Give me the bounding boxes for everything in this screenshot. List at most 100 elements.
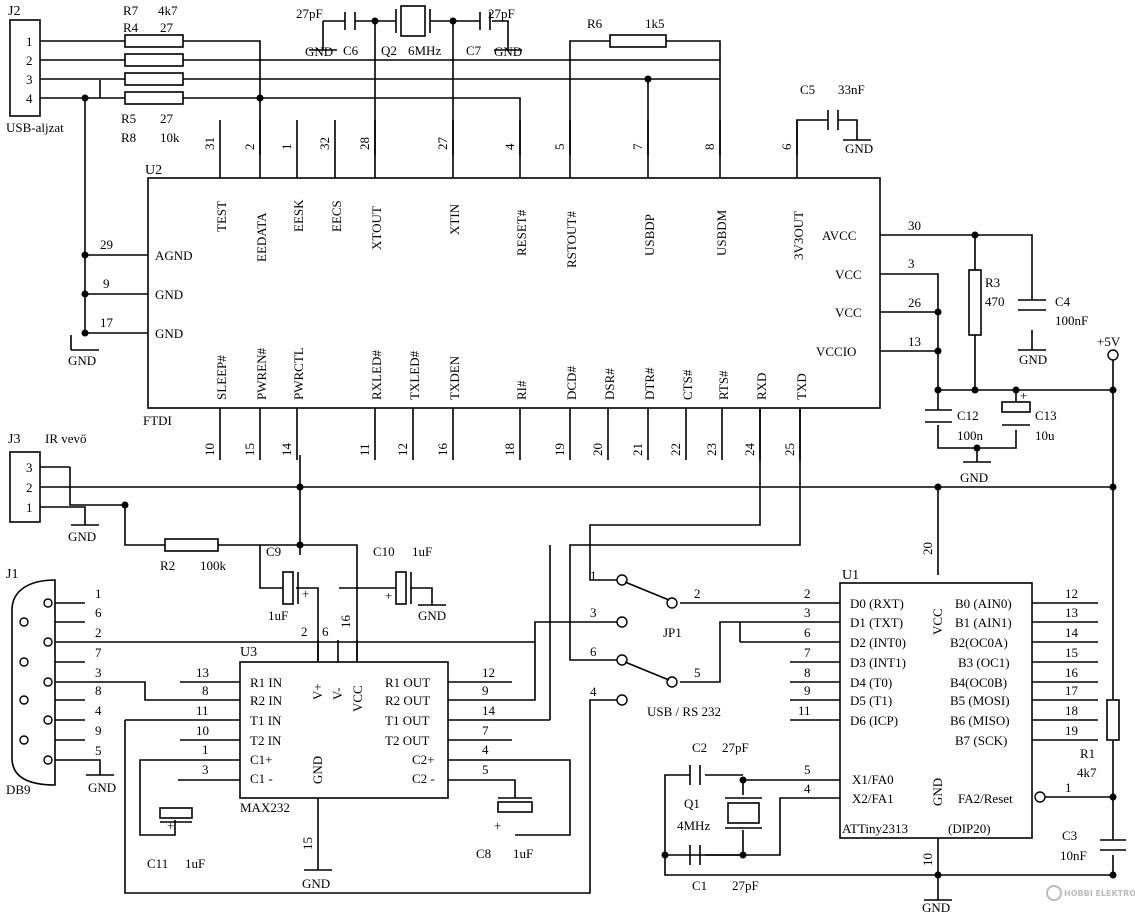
u2-pin-gnd1-num: 9 (103, 276, 110, 291)
gnd-label-u3: GND (302, 876, 330, 891)
u2-pin-eesk-num: 1 (279, 144, 294, 151)
u2-pin-xtin-name: XTIN (447, 203, 462, 235)
c9-plus: + (302, 586, 309, 601)
db9-pin-5: 5 (95, 743, 102, 758)
jumper-jp1-contacts (616, 574, 678, 706)
u2-pin-rstout-name: RSTOUT# (564, 211, 579, 268)
j3-caption: IR vevő (45, 431, 87, 446)
u1-caption: ATTiny2313 (842, 821, 908, 836)
gnd-label-c10: GND (418, 608, 446, 623)
db9-pin-numbers: 1 6 2 7 3 8 4 9 5 (95, 586, 102, 758)
u2-pin-txden-num: 16 (435, 443, 450, 457)
gnd-label-c4: GND (1019, 352, 1047, 367)
c11-plus: + (167, 818, 174, 833)
u1-pin-b3-num: 15 (1065, 645, 1078, 660)
u1-ref: U1 (842, 568, 859, 583)
resistor-r3 (968, 269, 982, 336)
u2-pin-dcd-num: 19 (552, 443, 567, 456)
u2-pin-txled-name: TXLED# (407, 350, 422, 400)
resistor-r6 (609, 34, 667, 48)
hobbi-logo: HOBBI ELEKTRONIKA (1046, 885, 1135, 901)
r2-ref: R2 (160, 558, 175, 573)
crystal-q1 (725, 797, 762, 829)
c9-value: 1uF (268, 608, 288, 623)
j2-pin-2: 2 (26, 53, 33, 68)
u1-pin-reset-num: 1 (1065, 780, 1072, 795)
c2-value: 27pF (722, 740, 749, 755)
u2-pin-sleep-num: 10 (202, 443, 217, 456)
u3-pin-vminus-name: V- (330, 687, 345, 700)
ftdi-right-pins: AVCC 30 VCC 3 VCC 26 VCCIO 13 (816, 218, 922, 359)
u3-pin-t1in-name: T1 IN (250, 713, 282, 728)
capacitor-c4 (1018, 299, 1046, 311)
u2-pin-avcc-name: AVCC (822, 228, 856, 243)
u1-pin-d6-num: 11 (798, 703, 811, 718)
jp1-pin-6: 6 (590, 644, 597, 659)
gnd-label-c5: GND (845, 141, 873, 156)
c13-plus: + (1020, 388, 1027, 403)
u2-pin-ri-num: 18 (502, 443, 517, 456)
u2-pin-txd-num: 25 (782, 443, 797, 456)
u2-pin-rxled-name: RXLED# (369, 350, 384, 400)
capacitor-c3 (1100, 839, 1126, 851)
r6-value: 1k5 (645, 16, 665, 31)
c6-value: 27pF (296, 6, 323, 21)
capacitor-c5 (827, 110, 839, 130)
resistor-r7 (124, 34, 184, 48)
j2-pin-1: 1 (26, 34, 33, 49)
u1-pin-x2-num: 4 (804, 781, 811, 796)
u2-pin-rts-name: RTS# (716, 370, 731, 400)
max232-chip-body (239, 661, 449, 799)
u3-pin-r1in-name: R1 IN (250, 675, 283, 690)
u3-pin-c1m-num: 3 (202, 762, 209, 777)
j3-pin-3: 3 (26, 460, 33, 475)
q2-ref: Q2 (381, 43, 397, 58)
u1-pin-x1-num: 5 (804, 762, 811, 777)
c8-value: 1uF (513, 846, 533, 861)
u2-pin-ri-name: RI# (514, 380, 529, 400)
u2-pin-eedata-name: EEDATA (254, 212, 269, 262)
j3-pin-2: 2 (26, 480, 33, 495)
c5-ref: C5 (800, 82, 815, 97)
gnd-label-u1: GND (922, 900, 950, 915)
u2-pin-xtin-num: 27 (435, 137, 450, 151)
u2-pin-rstout-num: 5 (552, 144, 567, 151)
jp1-caption: USB / RS 232 (647, 704, 721, 719)
capacitor-c8 (497, 797, 533, 813)
u2-pin-vccio-name: VCCIO (816, 344, 856, 359)
c12-value: 100n (957, 428, 984, 443)
u3-pin-t2out-num: 7 (482, 723, 489, 738)
r1-value: 4k7 (1077, 765, 1097, 780)
jumper-jp1-labels: 1 2 3 6 5 4 JP1 USB / RS 232 (590, 568, 721, 719)
gnd-label-db9: GND (88, 780, 116, 795)
junction-dots (81, 17, 1117, 879)
q1-value: 4MHz (677, 818, 710, 833)
r2-value: 100k (200, 558, 227, 573)
u1-pin-b0-num: 12 (1065, 586, 1078, 601)
u2-pin-dsr-name: DSR# (602, 368, 617, 400)
u3-pin-gnd-num: 15 (300, 837, 315, 850)
u2-pin-vcc2-name: VCC (835, 305, 862, 320)
u3-pin-vcc-name: VCC (350, 685, 365, 712)
u3-pin-vminus-num: 6 (322, 624, 329, 639)
u3-pin-c1p-num: 1 (202, 742, 209, 757)
r8-value: 10k (160, 130, 180, 145)
jp1-pin-2: 2 (694, 586, 701, 601)
u2-pin-vcc2-num: 26 (908, 295, 922, 310)
r6-ref: R6 (587, 16, 603, 31)
r8-ref: R8 (121, 130, 136, 145)
u2-ref: U2 (145, 163, 162, 178)
c1-value: 27pF (732, 878, 759, 893)
c5-value: 33nF (838, 82, 865, 97)
u3-pin-c2m-name: C2 - (412, 771, 435, 786)
db9-pin-8: 8 (95, 683, 102, 698)
c6-ref: C6 (343, 43, 359, 58)
usb-connector-body (9, 19, 41, 117)
u2-pin-eecs-name: EECS (329, 200, 344, 232)
c4-value: 100nF (1055, 313, 1088, 328)
u2-pin-xtout-name: XTOUT (369, 206, 384, 250)
u1-pin-vcc-name: VCC (930, 608, 945, 635)
u3-pin-c1m-name: C1 - (250, 771, 273, 786)
j1-caption: DB9 (6, 782, 31, 797)
db9-pin-4: 4 (95, 703, 102, 718)
